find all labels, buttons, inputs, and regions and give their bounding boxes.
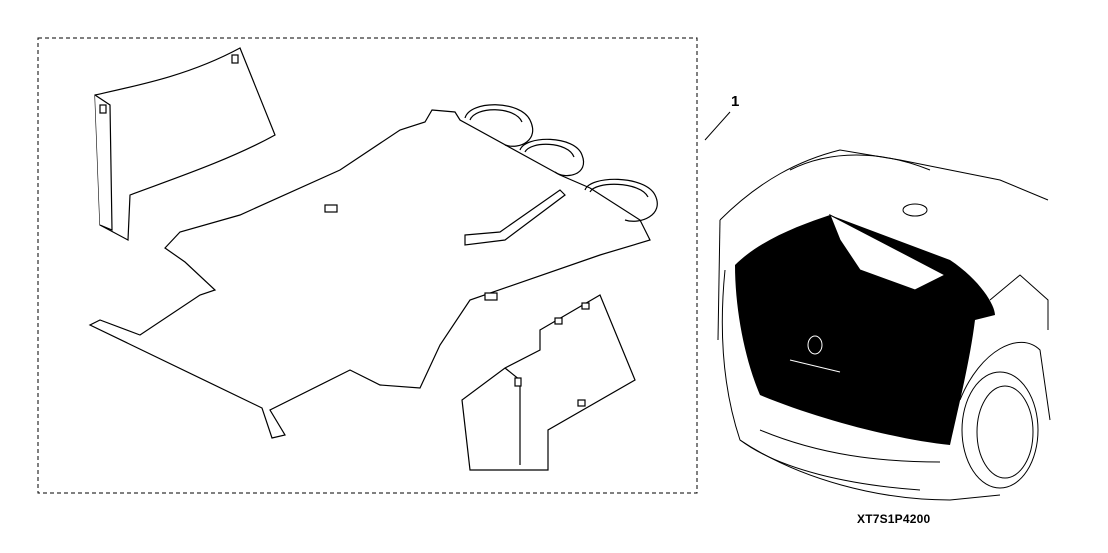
vehicle-emblem bbox=[789, 335, 841, 373]
callout-leader-line bbox=[704, 111, 731, 141]
side-panel-left bbox=[94, 47, 276, 241]
vehicle-rear-window bbox=[829, 213, 947, 291]
side-panel-right bbox=[461, 294, 636, 471]
kit-boundary-dashed-box bbox=[37, 37, 698, 494]
vehicle-rear-illustration bbox=[717, 149, 1051, 501]
mat-loop-handles bbox=[464, 104, 658, 222]
part-code-label: XT7S1P4200 bbox=[857, 512, 931, 526]
callout-number: 1 bbox=[731, 93, 740, 110]
cargo-mat-main-panel bbox=[88, 109, 651, 439]
